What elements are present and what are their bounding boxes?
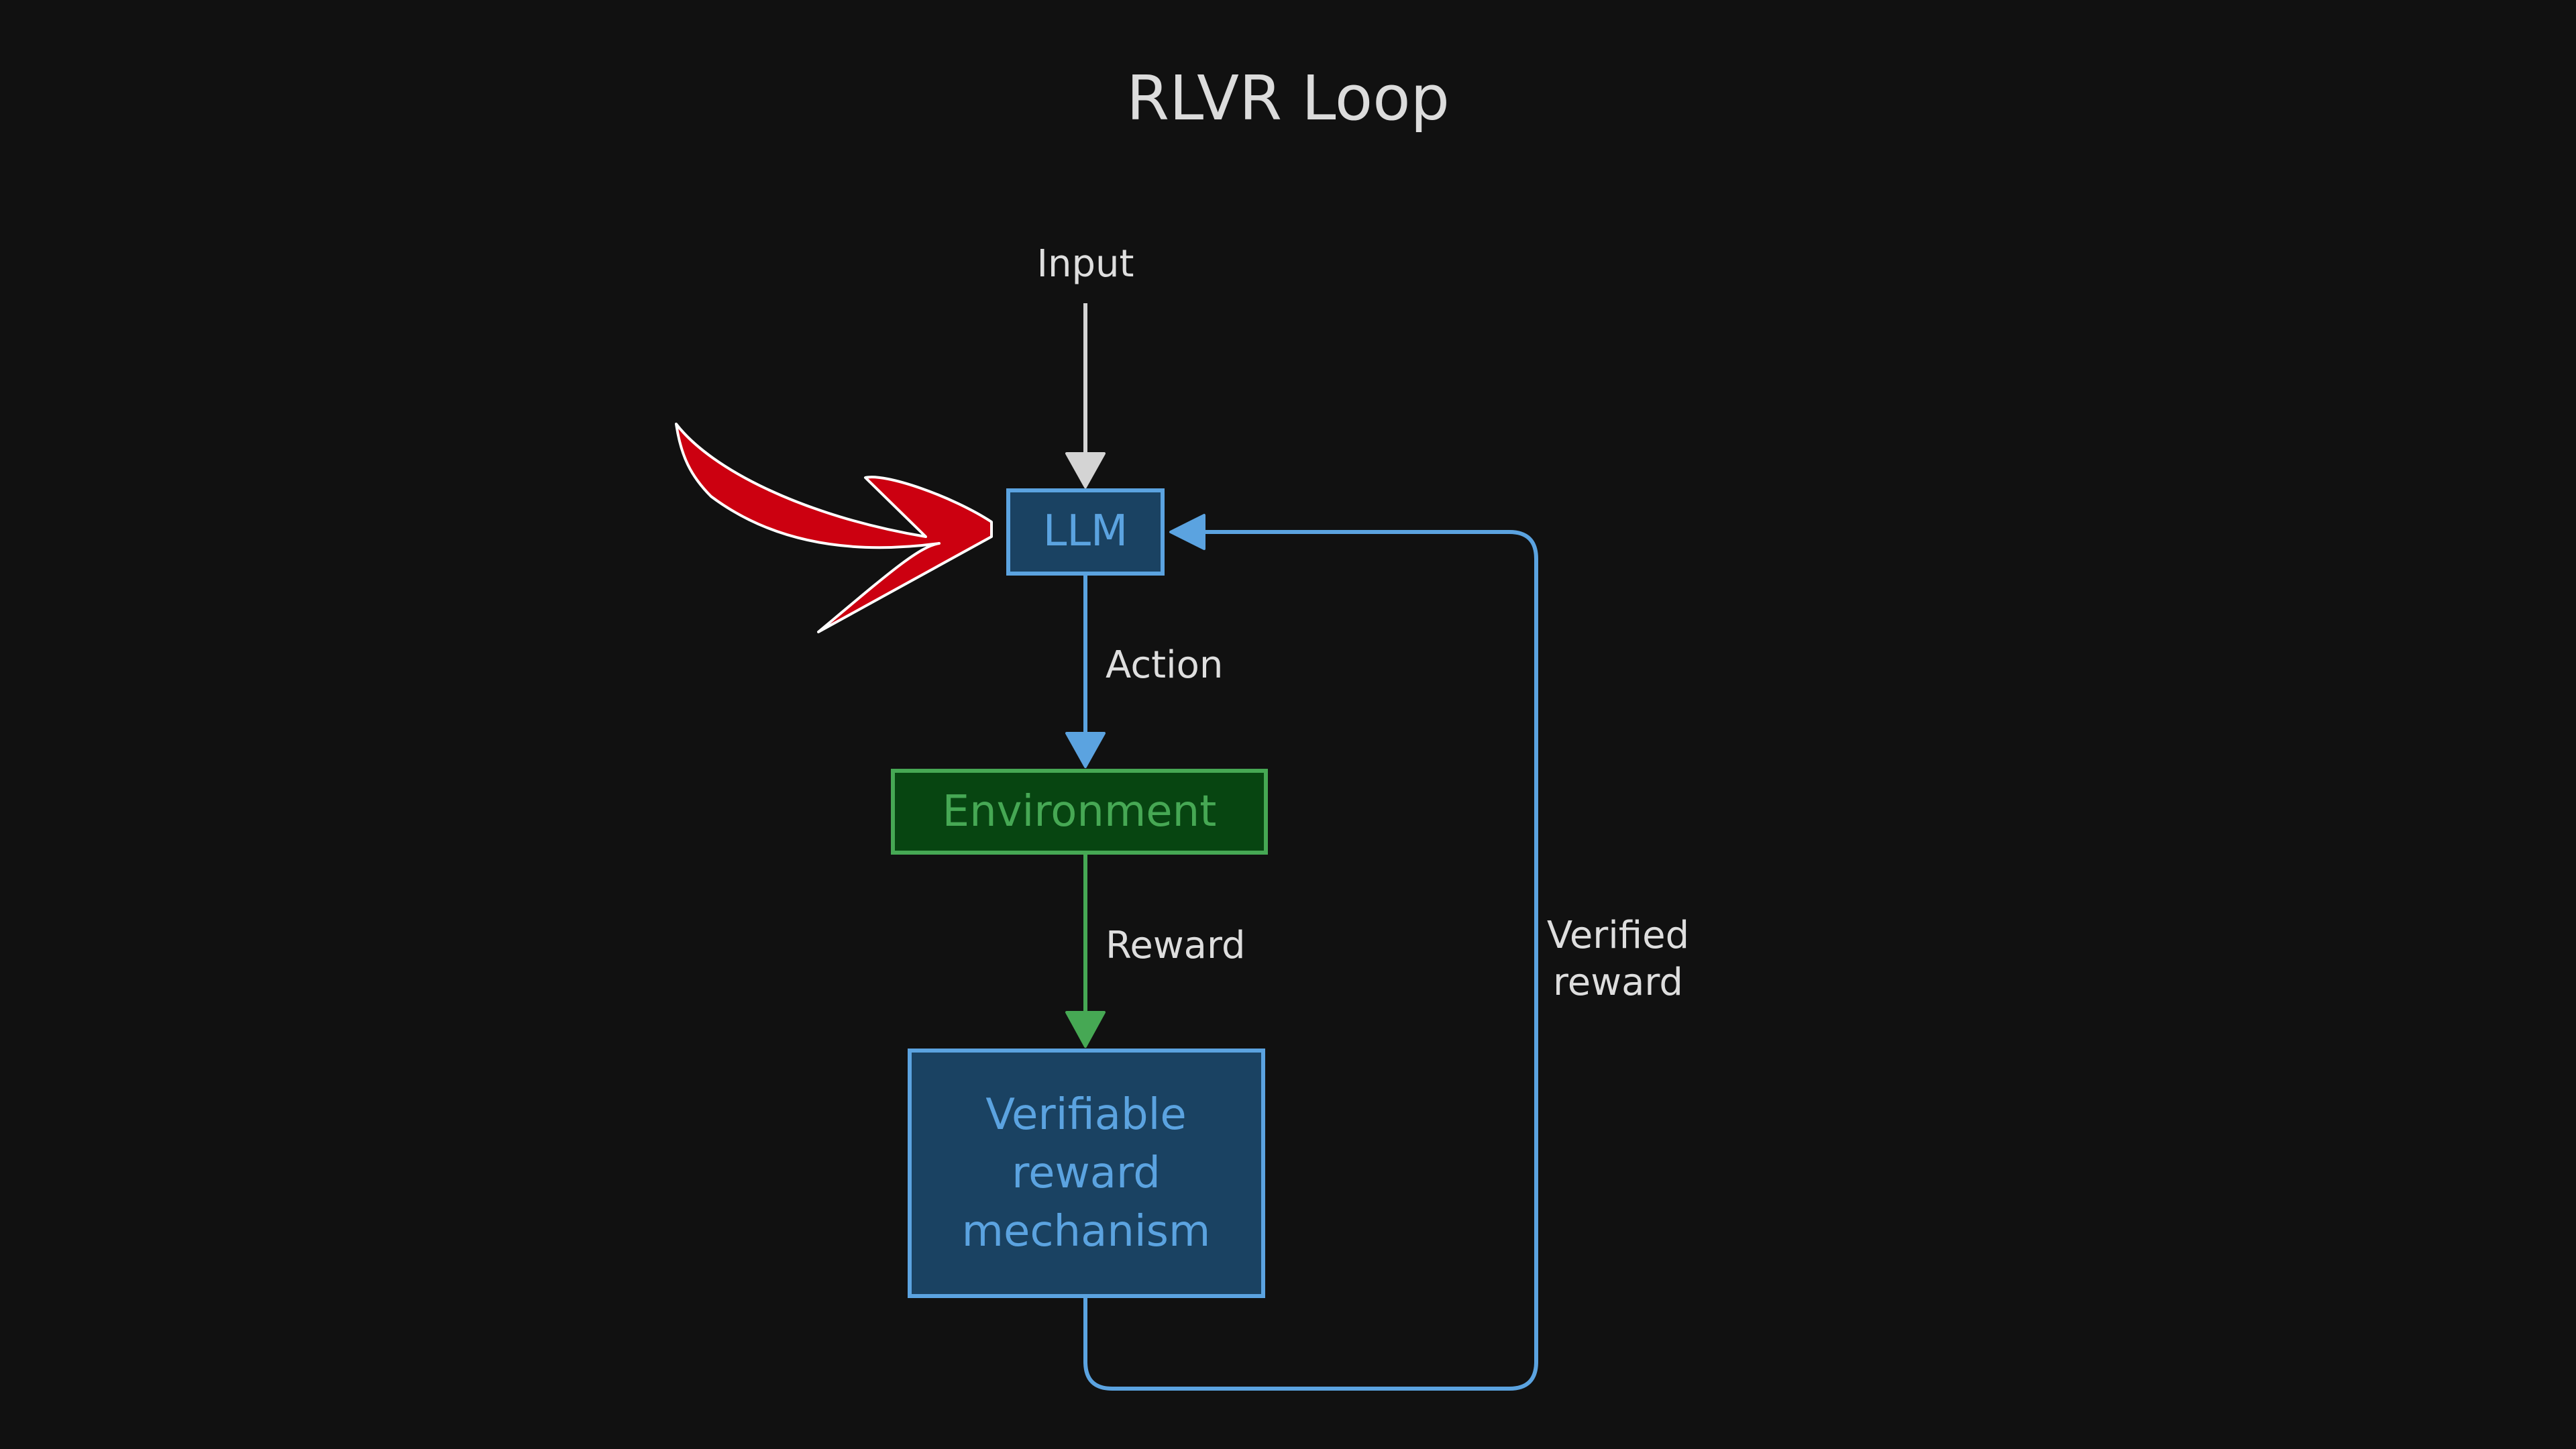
verified-reward-label-line-2: reward bbox=[1553, 961, 1683, 1004]
verified-reward-label-line-1: Verified bbox=[1547, 914, 1689, 957]
verifier-label-line-2: reward bbox=[1012, 1148, 1161, 1198]
highlight-arrow-icon bbox=[675, 423, 993, 633]
verified-reward-edge bbox=[1083, 514, 1538, 1391]
reward-label: Reward bbox=[1106, 924, 1246, 967]
verifier-label-line-3: mechanism bbox=[962, 1207, 1211, 1256]
reward-edge bbox=[1065, 853, 1106, 1048]
environment-node[interactable]: Environment bbox=[891, 769, 1268, 855]
diagram-title: RLVR Loop bbox=[1126, 62, 1450, 134]
input-arrow bbox=[1065, 303, 1106, 488]
llm-node[interactable]: LLM bbox=[1006, 488, 1165, 576]
action-edge bbox=[1065, 574, 1106, 768]
environment-label: Environment bbox=[943, 787, 1217, 837]
input-label: Input bbox=[1036, 242, 1134, 286]
action-label: Action bbox=[1106, 643, 1223, 687]
verifier-label-line-1: Verifiable bbox=[985, 1090, 1187, 1140]
verifier-node[interactable]: Verifiable reward mechanism bbox=[908, 1049, 1265, 1298]
llm-label: LLM bbox=[1043, 506, 1128, 556]
